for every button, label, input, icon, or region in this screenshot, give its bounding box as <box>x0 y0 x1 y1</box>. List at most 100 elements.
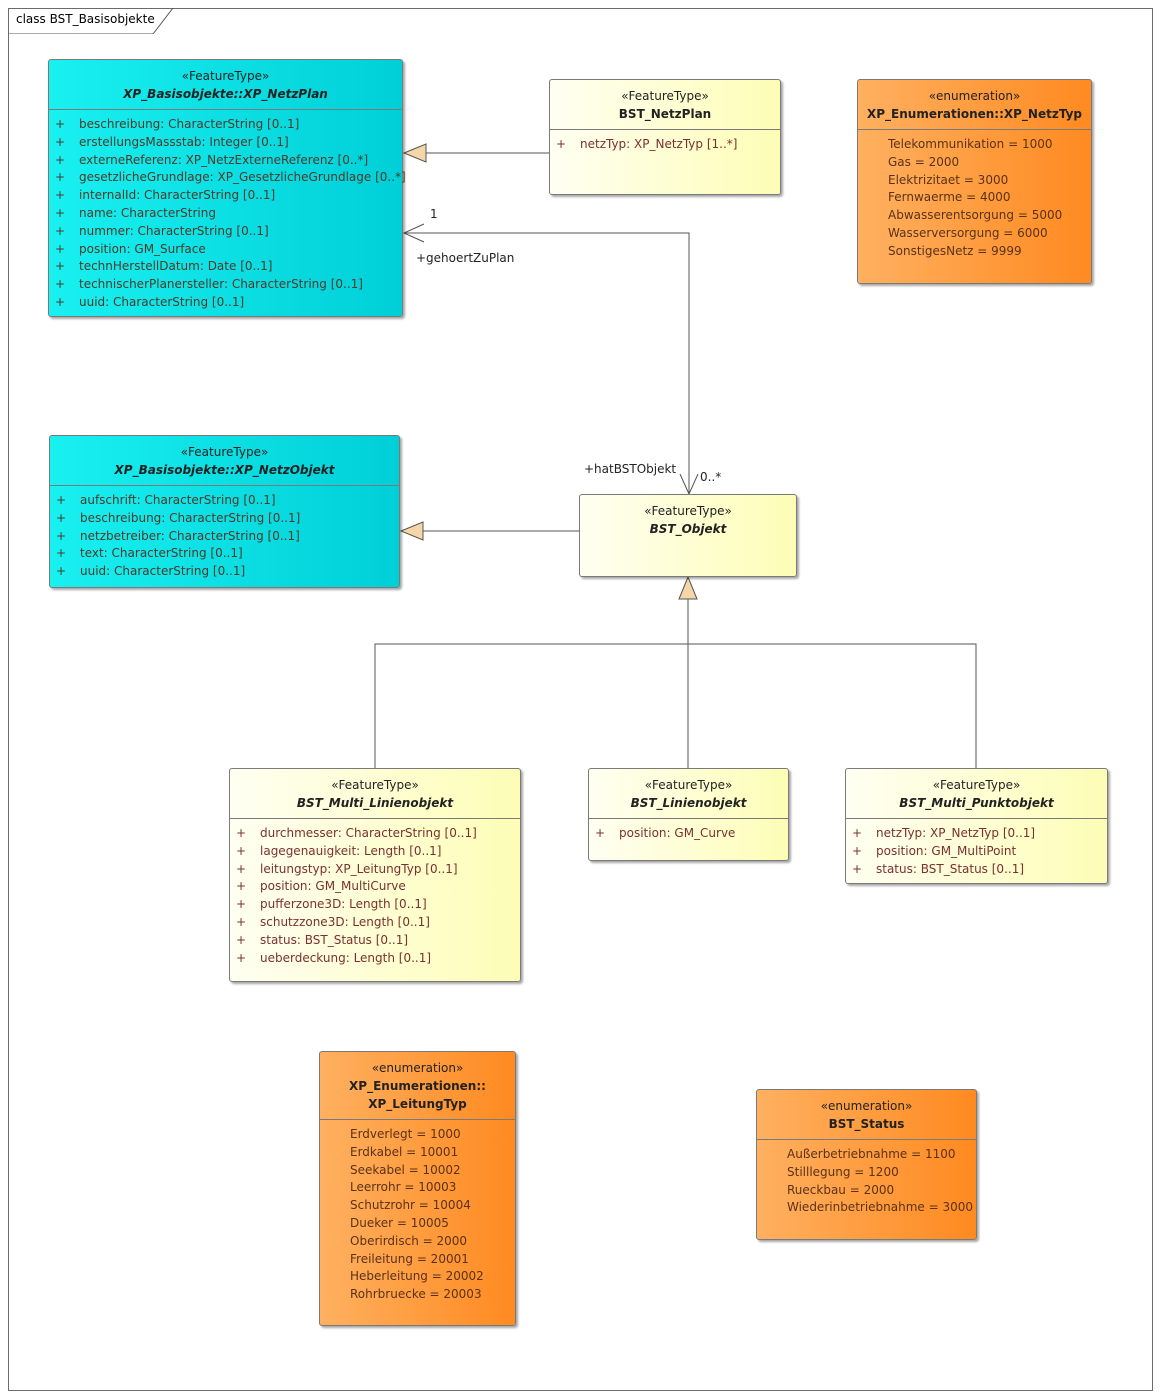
attribute-row: +technischerPlanersteller: CharacterStri… <box>49 276 402 294</box>
stereotype: «FeatureType» <box>181 69 270 83</box>
class-name: BST_Multi_Punktobjekt <box>899 796 1054 810</box>
attribute-row: +netzTyp: XP_NetzTyp [1..*] <box>550 136 780 154</box>
visibility-marker: + <box>55 117 66 131</box>
visibility-marker: + <box>236 843 247 858</box>
frame-tab-outline <box>8 8 174 34</box>
class-xp-netzplan[interactable]: «FeatureType» XP_Basisobjekte::XP_NetzPl… <box>48 59 406 317</box>
plan-role-label: +gehoertZuPlan <box>416 251 515 265</box>
attribute-text: status: BST_Status [0..1] <box>876 861 1025 876</box>
literal-text: Freileitung = 20001 <box>350 1251 469 1266</box>
plan-multiplicity-label: 1 <box>430 207 438 221</box>
stereotype: «FeatureType» <box>180 445 269 459</box>
attribute-row: +durchmesser: CharacterString [0..1] <box>230 825 520 843</box>
literal-row: Leerrohr = 10003 <box>320 1179 515 1197</box>
visibility-marker: + <box>55 294 66 309</box>
visibility-marker: + <box>55 277 66 292</box>
generalization-netzplan[interactable] <box>402 143 549 163</box>
attribute-row: +leitungstyp: XP_LeitungTyp [0..1] <box>230 861 520 879</box>
literal-row: Schutzrohr = 10004 <box>320 1197 515 1215</box>
literal-row: Erdkabel = 10001 <box>320 1144 515 1162</box>
class-header: «FeatureType» BST_Multi_Punktobjekt <box>846 769 1107 819</box>
frame-title: class BST_Basisobjekte <box>16 12 155 26</box>
enum-xp-netztyp[interactable]: «enumeration» XP_Enumerationen::XP_NetzT… <box>857 79 1092 284</box>
attribute-row: +technHerstellDatum: Date [0..1] <box>49 258 402 276</box>
attribute-list: +beschreibung: CharacterString [0..1]+er… <box>49 110 406 316</box>
literal-text: Stilllegung = 1200 <box>787 1164 899 1179</box>
attribute-row: +schutzzone3D: Length [0..1] <box>230 914 520 932</box>
literal-row: Heberleitung = 20002 <box>320 1268 515 1286</box>
class-name-line-1: XP_Enumerationen:: <box>349 1079 486 1093</box>
visibility-marker: + <box>236 879 247 894</box>
attribute-row: +erstellungsMassstab: Integer [0..1] <box>49 134 402 152</box>
class-header: «enumeration» XP_Enumerationen:: XP_Leit… <box>320 1052 515 1120</box>
visibility-marker: + <box>595 826 606 840</box>
attribute-text: position: GM_MultiPoint <box>876 843 1017 858</box>
attribute-text: internalId: CharacterString [0..1] <box>79 188 276 203</box>
class-header: «FeatureType» BST_Multi_Linienobjekt <box>230 769 520 819</box>
visibility-marker: + <box>852 861 863 876</box>
attribute-list: + aufschrift: CharacterString [0..1] +besc… <box>50 486 399 585</box>
attribute-text: technHerstellDatum: Date [0..1] <box>79 259 273 274</box>
enum-bst-status[interactable]: «enumeration» BST_Status Außerbetriebnah… <box>756 1089 977 1240</box>
visibility-marker: + <box>236 932 247 947</box>
literal-row: Gas = 2000 <box>858 154 1091 172</box>
generalization-tree-objekt[interactable] <box>374 575 977 768</box>
generalization-netzobjekt[interactable] <box>399 521 579 541</box>
visibility-marker: + <box>56 493 67 507</box>
class-bst-multi-punktobjekt[interactable]: «FeatureType» BST_Multi_Punktobjekt + net… <box>845 768 1108 884</box>
attribute-row: +externeReferenz: XP_NetzExterneReferenz… <box>49 152 402 170</box>
attribute-text: text: CharacterString [0..1] <box>80 546 243 561</box>
literal-row: Rueckbau = 2000 <box>757 1182 976 1200</box>
class-header: «FeatureType» BST_Objekt <box>580 495 796 544</box>
attribute-text: pufferzone3D: Length [0..1] <box>260 897 427 912</box>
attribute-row: +position: GM_MultiCurve <box>230 878 520 896</box>
class-name: BST_Linienobjekt <box>630 796 747 810</box>
attribute-row: +position: GM_MultiPoint <box>846 843 1107 861</box>
visibility-marker: + <box>236 914 247 929</box>
visibility-marker: + <box>236 950 247 965</box>
visibility-marker: + <box>236 861 247 876</box>
visibility-marker: + <box>556 137 567 151</box>
attribute-text: aufschrift: CharacterString [0..1] <box>80 493 276 507</box>
class-bst-objekt[interactable]: «FeatureType» BST_Objekt <box>579 494 797 577</box>
class-bst-linienobjekt[interactable]: «FeatureType» BST_Linienobjekt +position… <box>588 768 789 861</box>
class-name: XP_Enumerationen::XP_NetzTyp <box>866 107 1083 121</box>
attribute-row: +text: CharacterString [0..1] <box>50 545 399 563</box>
attribute-text: uuid: CharacterString [0..1] <box>79 294 245 309</box>
stereotype: «enumeration» <box>820 1099 913 1113</box>
attribute-row: +beschreibung: CharacterString [0..1] <box>50 510 399 528</box>
visibility-marker: + <box>55 188 66 203</box>
literal-row: Oberirdisch = 2000 <box>320 1233 515 1251</box>
attribute-text: ueberdeckung: Length [0..1] <box>260 950 432 965</box>
attribute-text: nummer: CharacterString [0..1] <box>79 223 269 238</box>
literal-text: Telekommunikation = 1000 <box>888 137 1053 151</box>
enum-xp-leitungtyp[interactable]: «enumeration» XP_Enumerationen:: XP_Leit… <box>319 1051 516 1326</box>
attribute-row: +position: GM_Surface <box>49 241 402 259</box>
class-name: BST_Multi_Linienobjekt <box>296 796 454 810</box>
literal-row: Erdverlegt = 1000 <box>320 1126 515 1144</box>
class-xp-netzobjekt[interactable]: «FeatureType» XP_Basisobjekte::XP_NetzOb… <box>49 435 400 588</box>
literal-text: Fernwaerme = 4000 <box>888 190 1011 205</box>
class-name: XP_Basisobjekte::XP_NetzObjekt <box>114 463 335 477</box>
visibility-marker: + <box>56 510 67 525</box>
attribute-text: durchmesser: CharacterString [0..1] <box>260 826 477 840</box>
literal-row: SonstigesNetz = 9999 <box>858 243 1091 261</box>
attribute-row: +status: BST_Status [0..1] <box>230 932 520 950</box>
literal-text: Elektrizitaet = 3000 <box>888 172 1009 187</box>
literal-row: Wiederinbetriebnahme = 3000 <box>757 1199 976 1217</box>
attribute-row: + uuid: CharacterString [0..1] <box>49 294 402 312</box>
attribute-text: netzTyp: XP_NetzTyp [0..1] <box>876 826 1036 840</box>
class-bst-multi-linienobjekt[interactable]: «FeatureType» BST_Multi_Linienobjekt +du… <box>229 768 521 982</box>
objekt-role-label: +hatBSTObjekt <box>584 462 677 476</box>
class-header: «enumeration» XP_Enumerationen::XP_NetzT… <box>858 80 1091 130</box>
attribute-row: + internalId: CharacterString [0..1] <box>49 187 402 205</box>
literal-text: Abwasserentsorgung = 5000 <box>888 208 1063 223</box>
stereotype: «FeatureType» <box>331 778 419 792</box>
literal-row: Abwasserentsorgung = 5000 <box>858 207 1091 225</box>
attribute-row: +pufferzone3D: Length [0..1] <box>230 896 520 914</box>
class-bst-netzplan[interactable]: «FeatureType» BST_NetzPlan +netzTyp: XP_… <box>549 79 781 195</box>
class-name: BST_Status <box>828 1117 905 1131</box>
visibility-marker: + <box>56 564 67 579</box>
